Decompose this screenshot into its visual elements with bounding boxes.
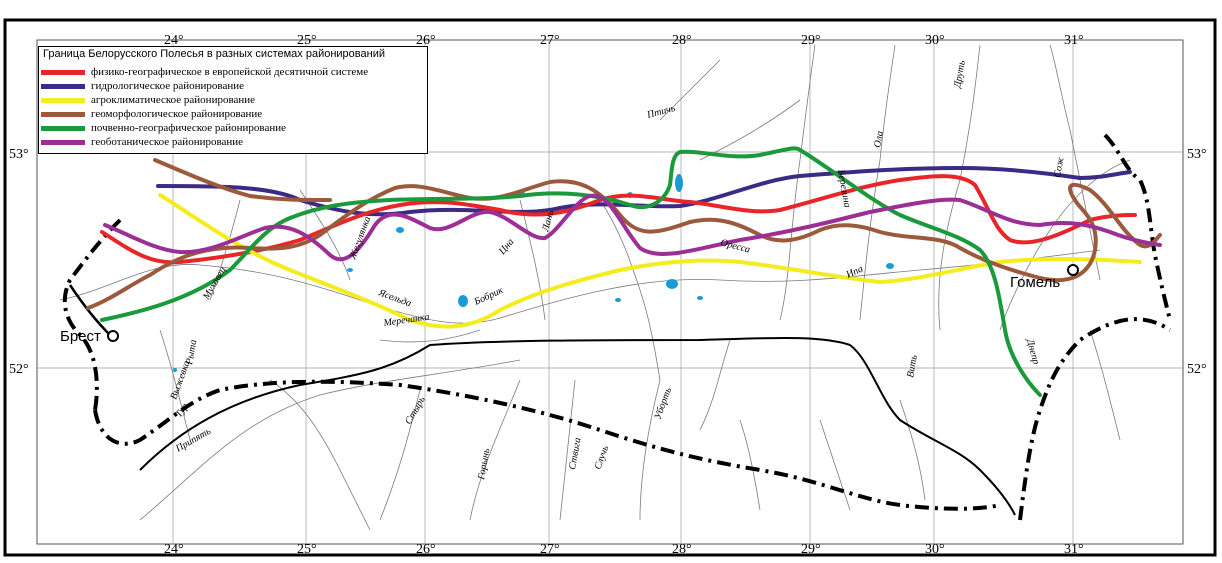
brest-marker <box>107 330 119 342</box>
lon-top-27: 27° <box>540 33 560 48</box>
legend-swatch-red <box>41 69 85 75</box>
river-label-vit: Вить <box>905 354 920 379</box>
legend-label: гидрологическое районирование <box>91 80 244 92</box>
legend-item-hydrological: гидрологическое районирование <box>41 79 244 93</box>
state-border <box>93 379 1001 511</box>
lon-bottom-30: 30° <box>925 542 945 557</box>
line-geomorphological <box>86 179 1162 310</box>
legend-item-agroclimatic: агроклиматическое районирование <box>41 93 255 107</box>
legend-label: геоботаническое районирование <box>91 136 244 148</box>
legend-label: агроклиматическое районирование <box>91 94 256 106</box>
lon-bottom-29: 29° <box>801 542 821 557</box>
legend-swatch-brown <box>41 111 85 117</box>
legend-swatch-yellow <box>41 97 85 103</box>
legend-item-soil-geographic: почвенно-географическое районирование <box>41 121 286 135</box>
river-label-ola: Ола <box>872 130 886 148</box>
inner-frame <box>36 39 1184 545</box>
line-physico-geographic <box>100 174 1137 265</box>
zoning-lines <box>86 146 1162 397</box>
legend-label: почвенно-географическое районирование <box>91 122 286 134</box>
line-geobotanical <box>103 193 1162 262</box>
lon-top-29: 29° <box>801 33 821 48</box>
gomel-label: Гомель <box>1010 274 1060 291</box>
longitude-labels-top: 24° 25° 26° 27° 28° 29° 30° 31° <box>164 33 1084 48</box>
lat-right-53: 53° <box>1187 147 1207 162</box>
lon-bottom-24: 24° <box>164 542 184 557</box>
brest-label: Брест <box>60 328 101 345</box>
legend-item-geomorphological: геоморфологическое районирование <box>41 107 262 121</box>
lon-top-28: 28° <box>672 33 692 48</box>
legend-swatch-purple <box>41 139 85 145</box>
lat-left-52: 52° <box>9 362 29 377</box>
legend-item-geobotanical: геоботаническое районирование <box>41 135 243 149</box>
state-border-north-east <box>1103 133 1172 321</box>
regional-boundary <box>139 336 1016 516</box>
lat-left-53: 53° <box>9 147 29 162</box>
legend-label: геоморфологическое районирование <box>91 108 263 120</box>
lon-top-30: 30° <box>925 33 945 48</box>
lon-top-25: 25° <box>297 33 317 48</box>
lon-bottom-28: 28° <box>672 542 692 557</box>
legend-label: физико-географическое в европейской деся… <box>91 66 369 78</box>
lon-top-24: 24° <box>164 33 184 48</box>
legend-title: Граница Белорусского Полесья в разных си… <box>43 48 385 60</box>
line-agroclimatic <box>158 193 1142 329</box>
legend-swatch-green <box>41 125 85 131</box>
river-label-rita: Рыта <box>184 339 199 367</box>
legend: Граница Белорусского Полесья в разных си… <box>38 46 428 154</box>
longitude-labels-bottom: 24° 25° 26° 27° 28° 29° 30° 31° <box>164 542 1084 557</box>
state-border-west <box>62 218 122 411</box>
latitude-labels: 53° 52° 53° 52° <box>9 147 1207 377</box>
lon-bottom-25: 25° <box>297 542 317 557</box>
lon-bottom-27: 27° <box>540 542 560 557</box>
gomel-marker <box>1067 264 1079 276</box>
state-border-east <box>1018 317 1172 521</box>
lon-bottom-26: 26° <box>416 542 436 557</box>
legend-item-physico-geographic: физико-географическое в европейской деся… <box>41 65 368 79</box>
lat-right-52: 52° <box>1187 362 1207 377</box>
western-frontier <box>68 284 111 336</box>
river-label-sozh: Сож <box>1052 155 1067 178</box>
legend-swatch-navy <box>41 83 85 89</box>
line-geomorphological-north <box>153 158 332 202</box>
lon-bottom-31: 31° <box>1064 542 1084 557</box>
line-soil-geographic <box>100 146 1042 397</box>
river-label-drut: Друть <box>952 59 968 89</box>
lon-top-26: 26° <box>416 33 436 48</box>
lon-top-31: 31° <box>1064 33 1084 48</box>
